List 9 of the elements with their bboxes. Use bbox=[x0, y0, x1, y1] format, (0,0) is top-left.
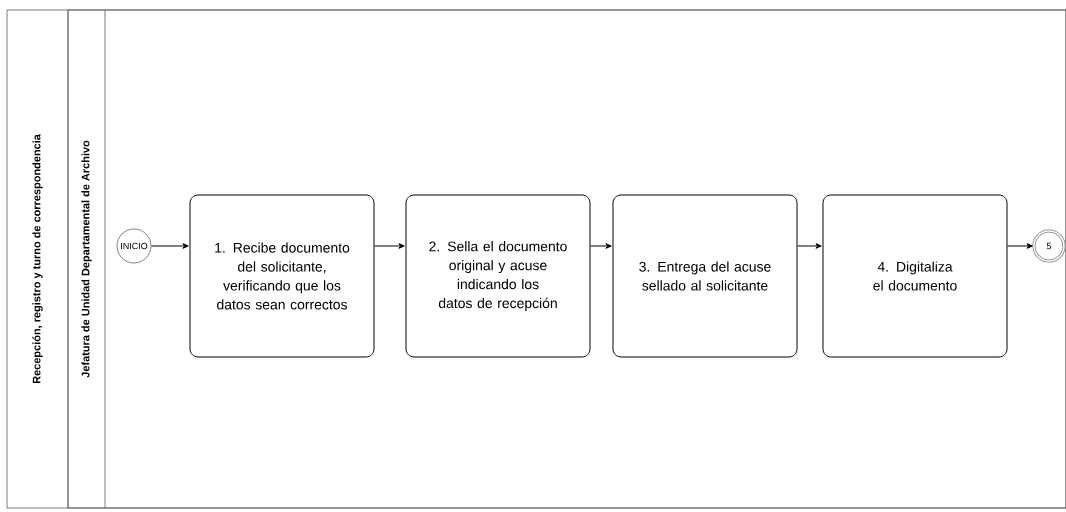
arrow bbox=[151, 243, 189, 249]
arrow bbox=[590, 243, 612, 249]
task-box: 4. Digitaliza el documento bbox=[822, 194, 1008, 358]
arrow bbox=[797, 243, 822, 249]
arrow bbox=[1007, 243, 1033, 249]
arrow bbox=[374, 243, 405, 249]
task-box: 3. Entrega del acuse sellado al solicitante bbox=[612, 194, 798, 358]
task-box: 2. Sella el documento original y acuse indicando los datos de recepción bbox=[405, 194, 591, 358]
task-box: 1. Recibe documento del solicitante, verificando que los datos sean correctos bbox=[189, 194, 375, 358]
